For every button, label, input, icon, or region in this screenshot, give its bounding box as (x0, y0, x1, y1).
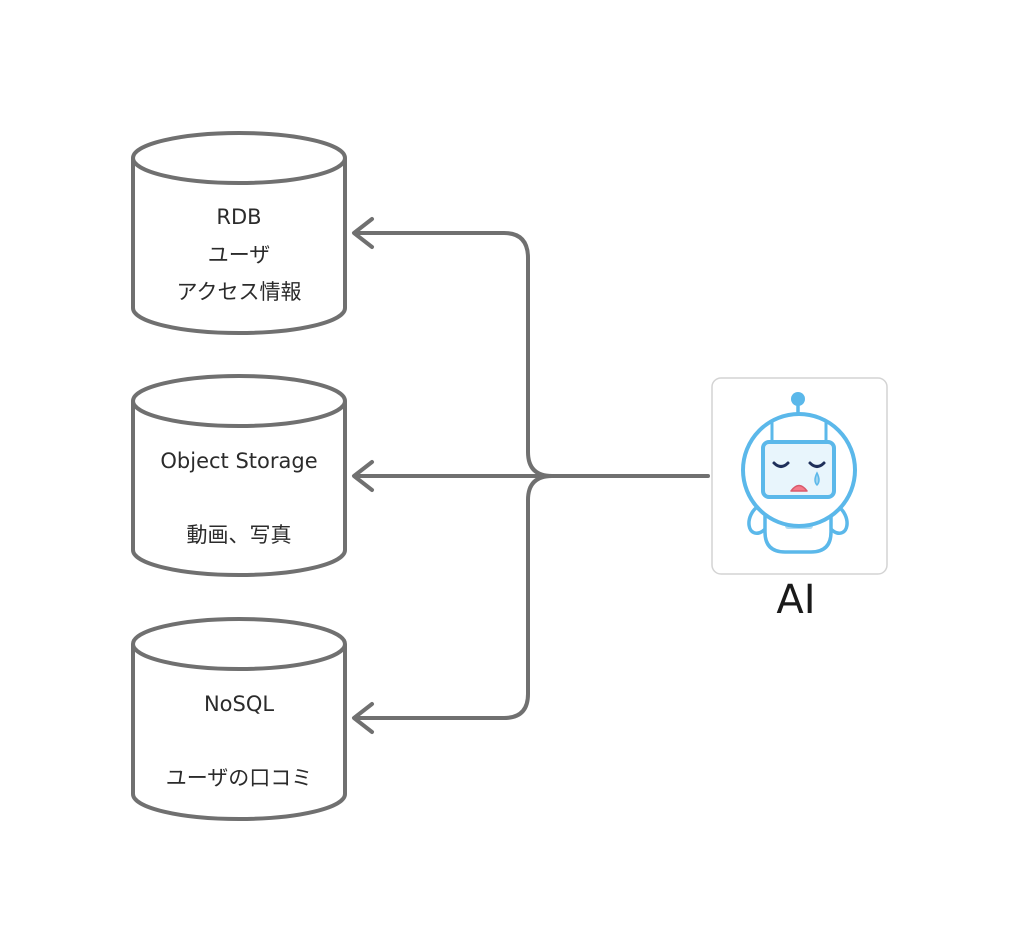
cylinder-body (131, 644, 347, 821)
arrowhead-nosql (352, 702, 374, 734)
connector-rdb (354, 231, 554, 478)
cylinder-top (131, 617, 347, 671)
db-title: RDB (216, 205, 261, 229)
ai-actor: AI (711, 377, 888, 623)
arrowhead-rdb (352, 217, 374, 249)
cylinder-body (131, 401, 347, 577)
cylinder-top (131, 374, 347, 428)
connectors (352, 217, 710, 734)
connector-nosql (354, 474, 554, 720)
database-object-storage: Object Storage 動画、写真 (131, 374, 347, 577)
cylinder-top (131, 131, 347, 185)
database-nosql: NoSQL ユーザの口コミ (131, 617, 347, 821)
db-title: NoSQL (204, 692, 274, 716)
database-rdb: RDB ユーザ アクセス情報 (131, 131, 347, 335)
db-line: 動画、写真 (187, 523, 292, 547)
ai-label: AI (776, 577, 815, 623)
db-line: ユーザ (208, 243, 271, 267)
db-line: アクセス情報 (177, 280, 302, 304)
robot-icon (741, 392, 857, 554)
cylinder-body (131, 158, 347, 335)
db-title: Object Storage (160, 449, 317, 473)
db-line: ユーザの口コミ (166, 766, 313, 790)
arrowhead-object-storage (352, 460, 374, 492)
